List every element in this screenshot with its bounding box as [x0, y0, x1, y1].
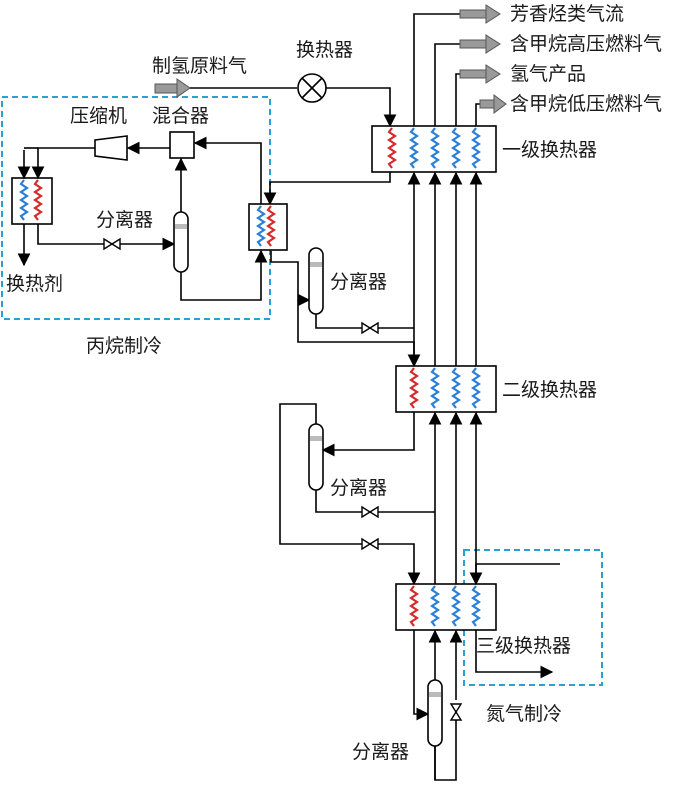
label-propane-refrigeration: 丙烷制冷: [86, 335, 162, 357]
product-label: 氢气产品: [510, 63, 586, 85]
propane-hx-left: [11, 177, 53, 225]
product-label: 含甲烷高压燃料气: [510, 33, 662, 55]
valve-icon: [361, 321, 379, 335]
label-hx-3: 三级换热器: [476, 635, 571, 657]
nitrogen-refrigeration-box: [463, 549, 603, 686]
label-hydrogen-feed: 制氢原料气: [152, 55, 247, 77]
valve-icon: [103, 237, 121, 251]
product-label: 芳香烃类气流: [510, 3, 624, 25]
separator-propane-icon: [173, 211, 189, 273]
label-separator-3: 分离器: [352, 741, 409, 763]
separator-1-icon: [308, 247, 324, 315]
label-refrigerant: 换热剂: [6, 273, 63, 295]
label-nitrogen-refrigeration: 氮气制冷: [486, 703, 562, 725]
label-separator-2: 分离器: [330, 477, 387, 499]
valve-icon: [361, 505, 379, 519]
product-arrow-icon: [479, 94, 507, 114]
feed-arrow-icon: [154, 78, 191, 98]
product-arrow-icon: [459, 34, 501, 54]
label-hx-2: 二级换热器: [502, 379, 597, 401]
product-arrow-icon: [459, 4, 501, 24]
label-compressor: 压缩机: [70, 105, 127, 127]
product-arrow-icon: [459, 64, 501, 84]
separator-3-icon: [427, 679, 443, 747]
label-separator-1: 分离器: [330, 271, 387, 293]
propane-refrigeration-box: [1, 96, 271, 320]
valve-icon: [361, 537, 379, 551]
label-heat-exchanger-top: 换热器: [296, 39, 353, 61]
heat-exchanger-icon: [297, 73, 327, 103]
label-mixer: 混合器: [152, 105, 209, 127]
valve-icon: [449, 703, 463, 721]
label-hx-1: 一级换热器: [502, 139, 597, 161]
mixer-icon: [169, 131, 195, 159]
label-separator-propane: 分离器: [96, 209, 153, 231]
product-label: 含甲烷低压燃料气: [510, 93, 662, 115]
separator-2-icon: [308, 423, 324, 491]
hx-1-coils: [387, 127, 481, 169]
